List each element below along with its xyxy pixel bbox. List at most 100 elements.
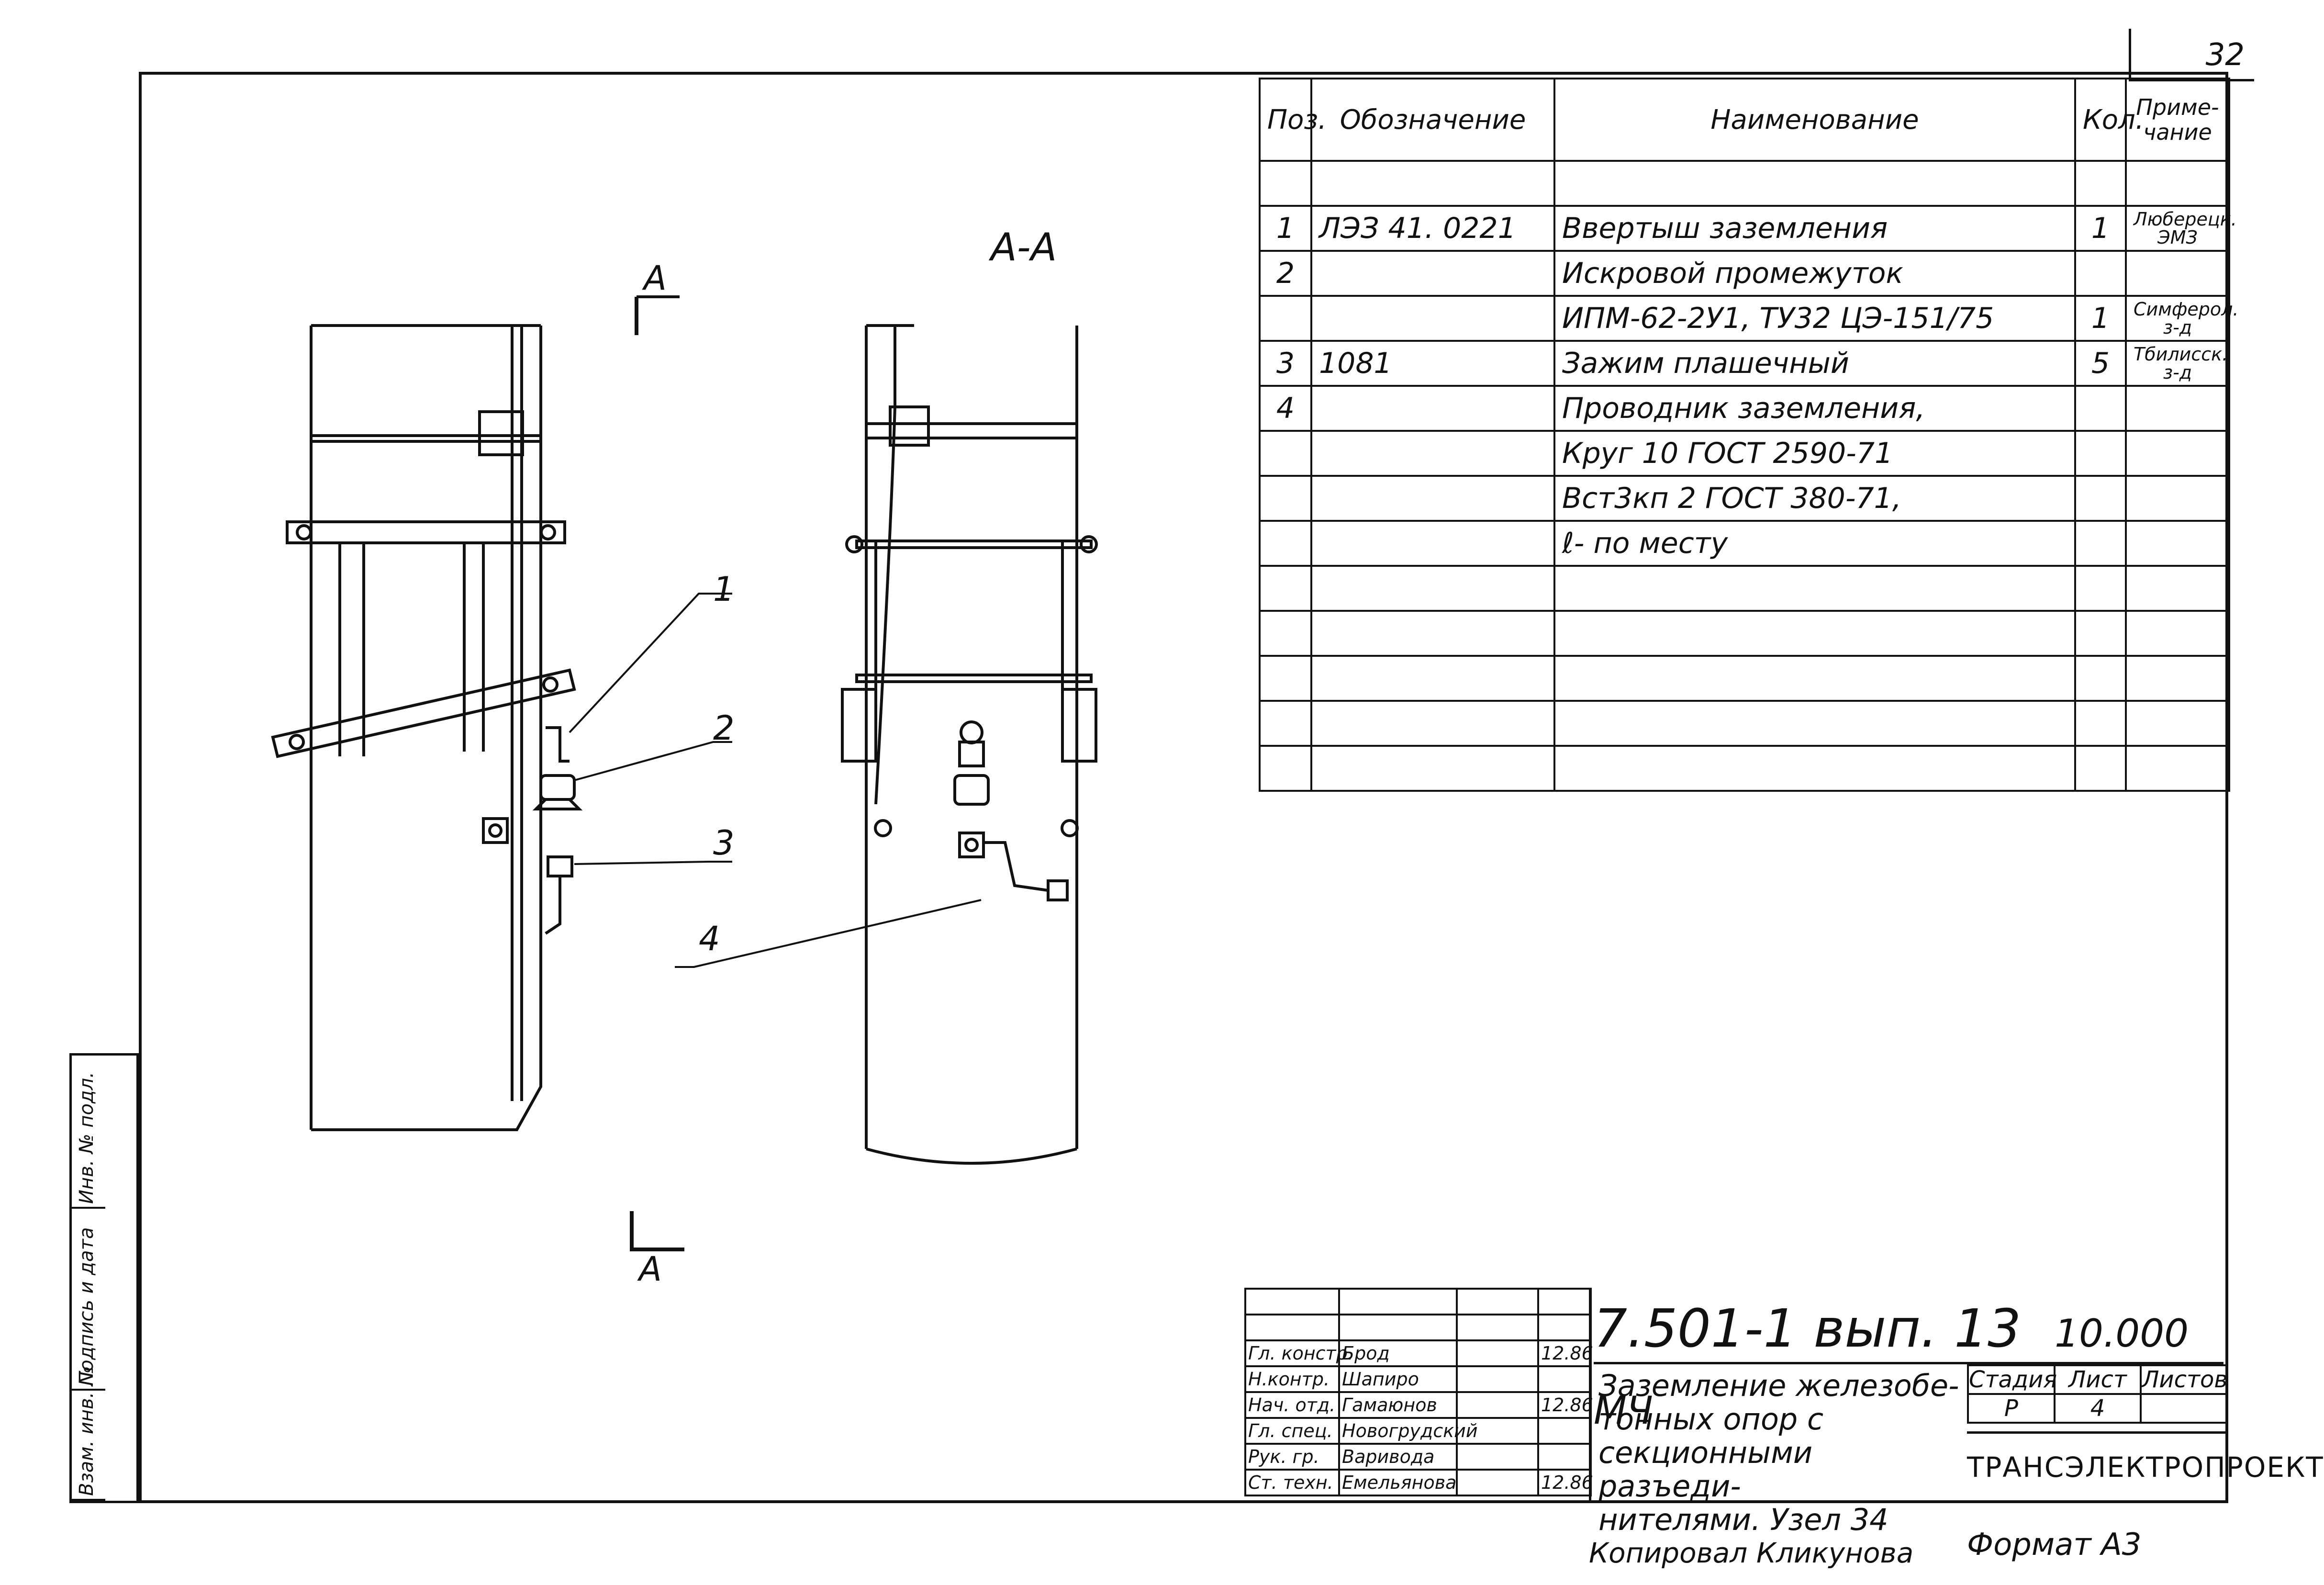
staff-date [1537,1365,1592,1393]
spec-cell-note [2125,655,2230,702]
spec-row: Круг 10 ГОСТ 2590-71 [1259,430,2230,477]
spec-cell-designation [1310,160,1555,207]
pole-section-view [841,324,1098,1165]
staff-signature [1456,1365,1539,1393]
staff-signature [1456,1443,1539,1471]
staff-row: Гл. констр.Брод 12.86 [1244,1339,1593,1367]
staff-signature [1456,1339,1539,1367]
staff-signature [1456,1288,1539,1315]
spec-cell-note [2125,250,2230,297]
spec-cell-pos [1259,655,1312,702]
spec-header-name: Наименование [1553,78,2076,162]
side-stamp-signature-date: Подпись и дата [76,1227,98,1386]
staff-signature [1456,1469,1539,1496]
title-block-main [1589,1288,2228,1503]
staff-role: Нач. отд. [1244,1391,1340,1419]
staff-row [1244,1288,1592,1315]
staff-name: Емельянова [1338,1469,1458,1496]
section-mark-top: А [644,259,667,298]
spec-cell-note: Симферол. з-д [2125,295,2239,342]
staff-role: Гл. констр. [1244,1339,1353,1367]
spec-cell-name [1553,745,2076,792]
spec-cell-pos [1259,295,1312,342]
spec-cell-name: Зажим плашечный [1553,340,2076,387]
spec-row [1259,700,2230,747]
callout-3: 3 [713,823,735,863]
spec-cell-name [1553,160,2076,207]
callout-4: 4 [699,919,720,958]
spec-cell-designation [1310,565,1555,612]
spec-cell-pos [1259,610,1312,657]
spec-cell-note [2125,385,2230,432]
spec-cell-qty [2074,700,2127,747]
staff-name: Варивода [1338,1443,1458,1471]
spec-cell-designation [1310,475,1555,522]
spec-cell-qty [2074,430,2127,477]
spec-cell-name: Проводник заземления, [1553,385,2076,432]
spec-cell-qty [2074,385,2127,432]
spec-cell-qty: 5 [2074,340,2127,387]
spec-cell-designation [1310,385,1555,432]
spec-row: ℓ- по месту [1259,520,2230,567]
spec-cell-designation [1310,295,1555,342]
staff-name: Новогрудский [1338,1417,1478,1445]
staff-date: 12.86 [1537,1339,1593,1367]
spec-cell-designation [1310,430,1555,477]
drawing-title: Заземление железобе- тонных опор с секци… [1598,1368,1959,1537]
spec-row [1259,655,2230,702]
paper-format: Формат А3 [1967,1527,2142,1563]
staff-row: Гл. спец.Новогрудский [1244,1417,1592,1445]
staff-row: Н.контр.Шапиро [1244,1365,1592,1393]
sheet-label: Лист [2053,1364,2142,1395]
section-mark-bottom: А [639,1249,662,1289]
staff-name: Брод [1338,1339,1458,1367]
spec-cell-qty [2074,655,2127,702]
spec-cell-note [2125,565,2230,612]
spec-cell-name: Искровой промежуток [1553,250,2076,297]
spec-cell-name: Вст3кп 2 ГОСТ 380-71, [1553,475,2076,522]
spec-cell-note [2125,475,2230,522]
spec-cell-note [2125,610,2230,657]
specification-table: Поз. Обозначение Наименование Кол. Приме… [1259,78,2239,792]
document-number: 10.000 МЧ [1594,1311,2189,1433]
document-code: 7.501-1 вып. 13 [1594,1298,2022,1359]
spec-cell-designation [1310,700,1555,747]
spec-cell-note: Люберецк. ЭМЗ [2125,205,2237,252]
sheets-label: Листов [2140,1364,2228,1395]
staff-role [1244,1288,1340,1315]
spec-cell-pos: 3 [1259,340,1312,387]
spec-cell-qty: 1 [2074,295,2127,342]
staff-date [1537,1417,1592,1445]
spec-cell-pos [1259,475,1312,522]
spec-cell-pos [1259,520,1312,567]
spec-row: Вст3кп 2 ГОСТ 380-71, [1259,475,2230,522]
staff-name: Гамаюнов [1338,1391,1458,1419]
stage-value: Р [1967,1393,2056,1424]
staff-role: Рук. гр. [1244,1443,1340,1471]
spec-cell-qty [2074,160,2127,207]
spec-cell-note: Тбилисск. з-д [2125,340,2230,387]
staff-date [1537,1314,1592,1341]
spec-cell-qty [2074,475,2127,522]
spec-header-designation: Обозначение [1310,78,1555,162]
spec-cell-pos: 2 [1259,250,1312,297]
pole-front-view [271,324,583,1131]
spec-cell-name [1553,700,2076,747]
spec-row [1259,565,2230,612]
staff-signature [1456,1417,1539,1445]
spec-cell-designation [1310,520,1555,567]
staff-date [1537,1443,1592,1471]
spec-cell-pos: 1 [1259,205,1312,252]
spec-cell-designation [1310,250,1555,297]
spec-cell-designation [1310,610,1555,657]
staff-role: Гл. спец. [1244,1417,1340,1445]
spec-cell-note [2125,520,2230,567]
spec-row [1259,610,2230,657]
spec-cell-designation: ЛЭЗ 41. 0221 [1310,205,1555,252]
side-stamp-inv-original: Инв. № подл. [76,1072,98,1204]
spec-cell-name [1553,610,2076,657]
